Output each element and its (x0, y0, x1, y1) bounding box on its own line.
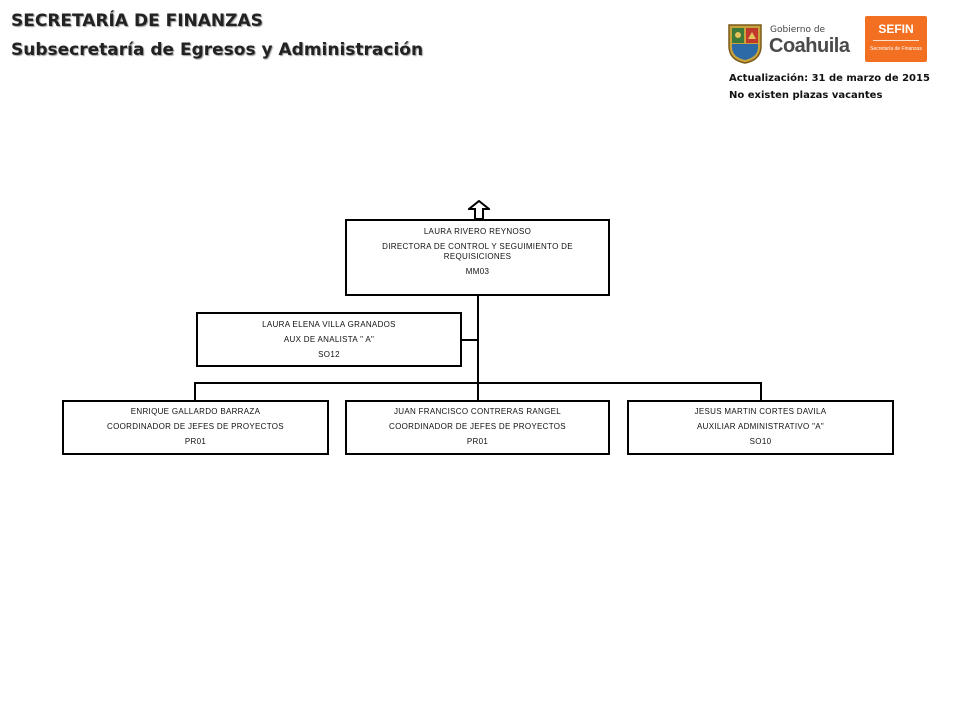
org-node-director: LAURA RIVERO REYNOSO DIRECTORA DE CONTRO… (345, 219, 610, 296)
up-arrow-icon (468, 200, 490, 220)
coahuila-emblem-icon (728, 24, 762, 64)
node-name: ENRIQUE GALLARDO BARRAZA (130, 407, 261, 416)
org-node-assistant: LAURA ELENA VILLA GRANADOS AUX DE ANALIS… (196, 312, 462, 367)
connector-left (194, 382, 196, 401)
node-code: PR01 (184, 437, 207, 446)
node-code: PR01 (466, 437, 489, 446)
sefin-name-text: SEFIN (878, 22, 914, 36)
node-title: COORDINADOR DE JEFES DE PROYECTOS (389, 422, 566, 431)
connector-right (760, 382, 762, 401)
connector-assistant (461, 339, 478, 341)
org-node-subordinate: JESUS MARTIN CORTES DAVILA AUXILIAR ADMI… (627, 400, 894, 455)
node-code: SO10 (749, 437, 772, 446)
connector-trunk (477, 295, 479, 384)
node-title: AUXILIAR ADMINISTRATIVO "A" (697, 422, 824, 431)
coahuila-small-text: Gobierno de (770, 25, 826, 35)
coahuila-logo: Gobierno de Coahuila (725, 22, 855, 66)
node-name: LAURA ELENA VILLA GRANADOS (262, 320, 396, 329)
page-subtitle: Subsecretaría de Egresos y Administració… (11, 40, 424, 60)
sefin-sub-text: Secretaría de Finanzas (870, 46, 922, 52)
node-title: AUX DE ANALISTA " A" (283, 335, 375, 344)
update-date: Actualización: 31 de marzo de 2015 (729, 73, 930, 84)
page-title: SECRETARÍA DE FINANZAS (11, 11, 263, 31)
node-name: JESUS MARTIN CORTES DAVILA (694, 407, 827, 416)
connector-center (477, 382, 479, 401)
node-code: SO12 (318, 350, 340, 359)
node-title: COORDINADOR DE JEFES DE PROYECTOS (107, 422, 284, 431)
node-title-cont: REQUISICIONES (443, 252, 512, 261)
node-name: JUAN FRANCISCO CONTRERAS RANGEL (393, 407, 562, 416)
org-node-subordinate: ENRIQUE GALLARDO BARRAZA COORDINADOR DE … (62, 400, 329, 455)
node-name: LAURA RIVERO REYNOSO (423, 227, 532, 236)
org-node-subordinate: JUAN FRANCISCO CONTRERAS RANGEL COORDINA… (345, 400, 610, 455)
sefin-divider (873, 40, 919, 41)
node-code: MM03 (465, 267, 490, 276)
coahuila-name-text: Coahuila (769, 35, 850, 57)
node-title: DIRECTORA DE CONTROL Y SEGUIMIENTO DE (382, 242, 573, 251)
sefin-logo: SEFIN Secretaría de Finanzas (865, 16, 927, 62)
vacancy-note: No existen plazas vacantes (729, 90, 883, 101)
